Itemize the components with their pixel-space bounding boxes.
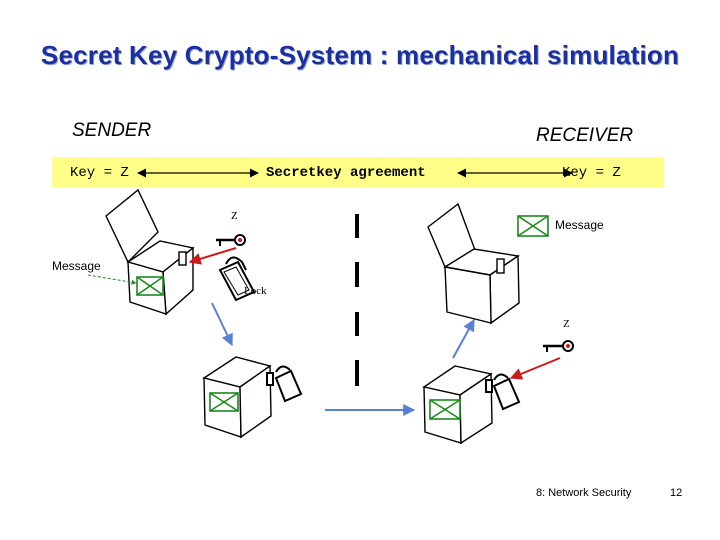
receiver-locked-box-icon	[422, 365, 493, 445]
message-pointer-left	[87, 274, 137, 285]
receiver-padlock-icon	[485, 373, 521, 411]
receiver-key-arrow	[509, 357, 561, 380]
receiver-locked-envelope-icon	[429, 399, 461, 420]
receiver-open-box-icon	[427, 202, 520, 325]
flow-arrow-up	[452, 318, 475, 359]
receiver-key-z-label: Z	[563, 318, 570, 330]
sender-key-z-label: Z	[231, 210, 238, 222]
sender-label: SENDER	[72, 120, 152, 141]
message-left-label: Message	[52, 259, 101, 273]
key-left-label: Key = Z	[70, 165, 129, 181]
slide-title: Secret Key Crypto-System : mechanical si…	[40, 40, 680, 70]
locked-padlock-icon	[266, 365, 303, 403]
receiver-label: RECEIVER	[536, 125, 634, 146]
key-right-label: Key = Z	[562, 165, 621, 181]
padlock-icon	[218, 256, 256, 302]
sender-key-icon	[216, 234, 246, 246]
flow-arrow-down	[211, 302, 233, 347]
receiver-envelope-icon	[517, 215, 549, 237]
footer-course-label: 8: Network Security	[536, 487, 632, 499]
sender-key-arrow	[188, 247, 237, 265]
lock-label: Lock	[244, 285, 267, 297]
sender-envelope-icon	[136, 276, 164, 296]
locked-box-envelope-icon	[209, 392, 239, 412]
page-number: 12	[670, 487, 683, 499]
secret-key-agreement-label: Secretkey agreement	[266, 165, 426, 181]
receiver-key-icon	[543, 340, 574, 352]
message-right-label: Message	[555, 218, 604, 232]
